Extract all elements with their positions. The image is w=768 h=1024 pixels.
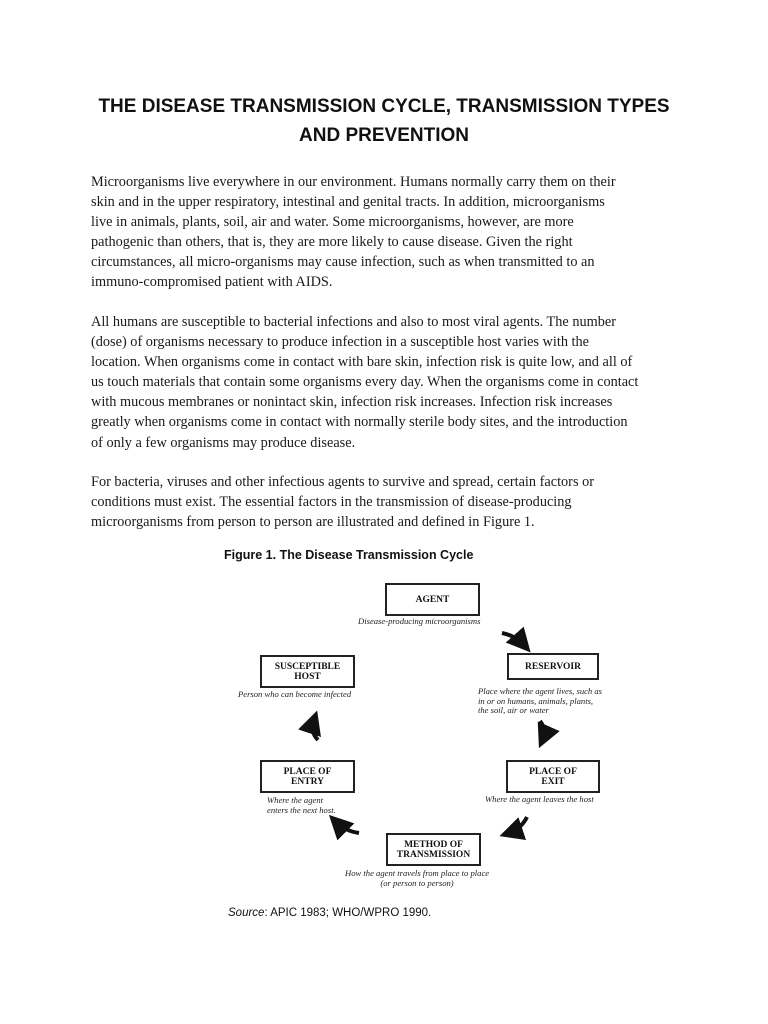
arrow-reservoir-to-exit [537, 719, 560, 749]
agent-description: Disease-producing microorganisms [358, 616, 481, 626]
text-line: with mucous membranes or nonintact skin,… [91, 394, 613, 411]
susceptible-host-description: Person who can become infected [238, 689, 352, 699]
place-of-exit-description: Where the agent leaves the host [485, 794, 594, 804]
figure-caption: Figure 1. The Disease Transmission Cycle [224, 548, 474, 562]
place-of-entry-box: PLACE OF ENTRY [260, 760, 355, 793]
method-of-transmission-box: METHOD OF TRANSMISSION [386, 833, 481, 866]
text-line: us touch materials that contain some org… [91, 374, 639, 391]
figure-source: Source: APIC 1983; WHO/WPRO 1990. [228, 907, 431, 919]
text-line: of only a few organisms may produce dise… [91, 434, 356, 451]
text-line: For bacteria, viruses and other infectio… [91, 474, 594, 490]
text-line: skin and in the upper respiratory, intes… [91, 194, 605, 211]
agent-label: AGENT [415, 594, 450, 605]
method-of-transmission-description: How the agent travels from place to plac… [345, 868, 490, 888]
place-of-entry-description: Where the agent enters the next host. [267, 795, 336, 815]
text-line: conditions must exist. The essential fac… [91, 494, 572, 511]
text-line: (dose) of organisms necessary to produce… [91, 334, 590, 351]
paragraph-intro: Microorganisms live everywhere in our en… [91, 172, 681, 293]
text-line: immuno-compromised patient with AIDS. [91, 274, 333, 291]
reservoir-box: RESERVOIR [507, 653, 599, 680]
place-of-exit-box: PLACE OF EXIT [506, 760, 600, 793]
text-line: Microorganisms live everywhere in our en… [91, 174, 616, 190]
text-line: greatly when organisms come in contact w… [91, 414, 628, 431]
text-line: All humans are susceptible to bacterial … [91, 314, 617, 330]
reservoir-label: RESERVOIR [525, 661, 581, 672]
text-line: live in animals, plants, soil, air and w… [91, 214, 574, 231]
arrow-entry-to-host [298, 710, 321, 742]
title-line: AND PREVENTION [299, 125, 469, 146]
text-line: location. When organisms come in contact… [91, 354, 633, 371]
paragraph-factors: For bacteria, viruses and other infectio… [91, 472, 681, 532]
title-line: THE DISEASE TRANSMISSION CYCLE, TRANSMIS… [98, 96, 670, 117]
arrow-exit-to-method [499, 816, 529, 840]
text-line: circumstances, all micro-organisms may c… [91, 254, 595, 271]
document-title: THE DISEASE TRANSMISSION CYCLE, TRANSMIS… [60, 92, 708, 150]
susceptible-host-box: SUSCEPTIBLE HOST [260, 655, 355, 688]
text-line: pathogenic than others, that is, they ar… [91, 234, 573, 251]
arrow-method-to-entry [328, 814, 360, 841]
reservoir-description: Place where the agent lives, such as in … [478, 686, 603, 715]
text-line: microorganisms from person to person are… [91, 514, 535, 531]
paragraph-susceptibility: All humans are susceptible to bacterial … [91, 312, 681, 453]
agent-box: AGENT [385, 583, 480, 616]
source-text: : APIC 1983; WHO/WPRO 1990. [264, 907, 432, 919]
arrow-agent-to-reservoir [501, 626, 531, 653]
source-label: Source [228, 907, 265, 919]
